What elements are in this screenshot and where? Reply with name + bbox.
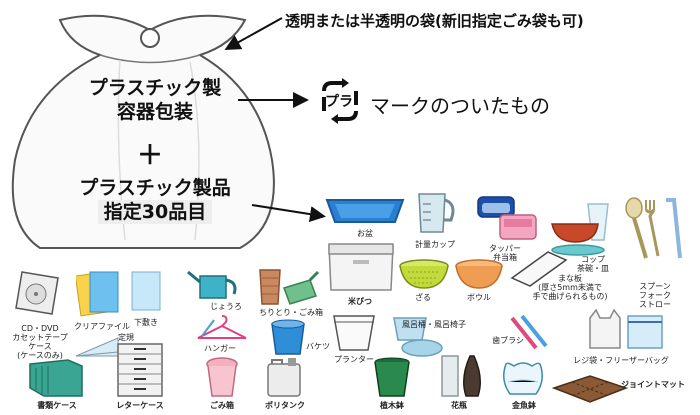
fishbowl-icon	[503, 362, 543, 395]
label-cd-case: CD・DVD カセットテープ ケース (ケースのみ)	[12, 324, 68, 360]
bag-line-1: プラスチック製	[88, 77, 222, 99]
label-dustpan: ちりとり・ごみ箱	[259, 308, 323, 317]
plant-pot-icon	[374, 357, 410, 397]
label-bath: 風呂桶・風呂椅子	[402, 320, 466, 329]
bag-plus-sign: ＋	[136, 141, 163, 171]
label-colander: ざる	[415, 293, 431, 302]
label-document-case: 書類ケース	[37, 401, 77, 410]
label-bucket: バケツ	[306, 342, 330, 351]
label-spoon-fork-straw: スプーン フォーク ストロー	[639, 282, 671, 309]
label-letter-case: レターケース	[116, 401, 164, 410]
bath-stool-icon	[393, 317, 443, 357]
label-tupperware: タッパー 弁当箱	[489, 244, 521, 262]
hanger-icon	[197, 315, 247, 339]
label-bowl: ボウル	[467, 293, 491, 302]
cutting-board-icon	[510, 251, 568, 287]
trash-can-icon	[206, 357, 238, 397]
label-tray: お盆	[357, 229, 373, 238]
label-fishbowl: 金魚鉢	[512, 401, 536, 410]
bag-line-3: プラスチック製品	[79, 177, 231, 199]
label-underlay: 下敷き	[134, 318, 158, 327]
label-hanger: ハンガー	[204, 344, 236, 353]
label-vase: 花瓶	[451, 401, 467, 410]
rice-bin-icon	[328, 243, 394, 291]
clear-file-icon	[76, 271, 119, 317]
letter-case-icon	[117, 343, 163, 397]
label-cup-bowl-plate: コップ 茶碗・皿	[577, 255, 609, 273]
label-measuring-cup: 計量カップ	[415, 240, 455, 249]
measuring-cup-icon	[418, 193, 455, 233]
bag-type-caption: 透明または半透明の袋(新旧指定ごみ袋も可)	[285, 12, 584, 30]
label-rice-bin: 米びつ	[348, 297, 372, 306]
colander-icon	[399, 259, 449, 289]
watering-can-icon	[187, 270, 237, 299]
cd-case-icon	[15, 271, 59, 315]
bag-text-plastic-products: プラスチック製品 指定30品目	[50, 176, 260, 224]
tray-icon	[325, 199, 405, 223]
plastic-mark-caption: マークのついたもの	[370, 94, 550, 118]
bag-line-2: 容器包装	[116, 101, 193, 123]
label-plastic-bag: レジ袋・フリーザーバッグ	[573, 356, 669, 365]
dustpan-icon	[259, 269, 320, 305]
underlay-icon	[131, 271, 161, 311]
plastic-mark-symbol-text: プラ	[325, 94, 353, 110]
cup-bowl-plate-icon	[551, 203, 609, 256]
garbage-bag-illustration	[11, 14, 275, 249]
label-toothbrush: 歯ブラシ	[492, 336, 524, 345]
plastic-recycle-mark-icon: プラ	[316, 77, 364, 125]
tupperware-icon	[477, 196, 537, 240]
label-poly-tank: ポリタンク	[265, 401, 305, 410]
toothbrush-icon	[510, 314, 548, 350]
joint-mat-icon	[551, 375, 629, 403]
label-plant-pot: 植木鉢	[380, 401, 404, 410]
bucket-icon	[271, 319, 305, 355]
label-watering-can: じょうろ	[210, 302, 242, 311]
arrows	[224, 17, 326, 223]
poly-tank-icon	[267, 358, 301, 397]
label-clear-file: クリアファイル	[74, 322, 130, 331]
label-trash-can: ごみ箱	[210, 401, 234, 410]
label-planter: プランター	[334, 355, 374, 364]
vase-icon	[441, 355, 481, 397]
bag-line-4: 指定30品目	[97, 200, 213, 224]
bowl-icon	[455, 259, 503, 289]
planter-icon	[333, 315, 375, 351]
spoon-fork-straw-icon	[625, 197, 682, 259]
plastic-bag-icon	[589, 308, 663, 349]
document-case-icon	[29, 359, 83, 397]
label-joint-mat: ジョイントマット	[621, 380, 685, 389]
bag-text-plastic-packaging: プラスチック製 容器包装	[60, 76, 250, 124]
label-ruler: 定規	[118, 333, 134, 342]
label-cutting-board: まな板 (厚さ5mm未満で 手で曲げられるもの)	[532, 274, 608, 301]
